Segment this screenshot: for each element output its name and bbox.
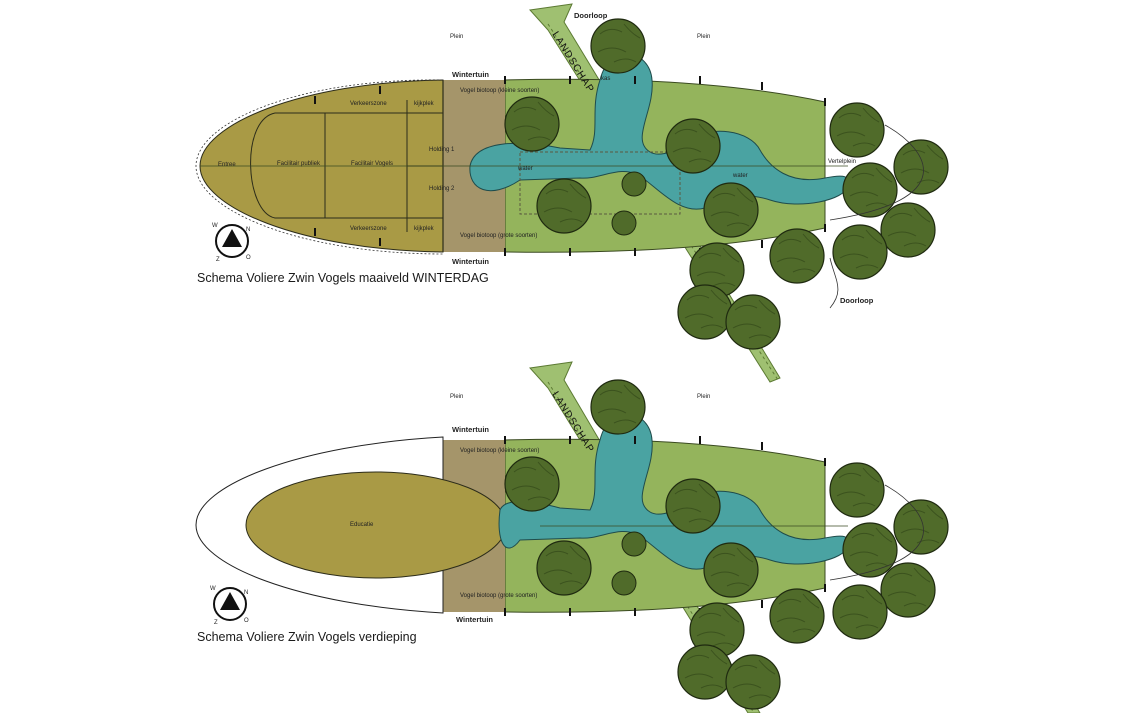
label-verkeerszone-bottom: Verkeerszone [350,226,387,232]
label-kijkplek-bottom: kijkplek [414,226,435,232]
educatie-area [245,471,507,579]
svg-text:W: W [210,586,216,592]
label-plein-right-bottom: Plein [697,394,710,400]
caption-top: Schema Voliere Zwin Vogels maaiveld WINT… [197,271,489,285]
svg-text:Z: Z [214,620,218,626]
label-entree: Entree [218,162,236,168]
label-vertelplein: Vertelplein [828,159,856,165]
caption-bottom: Schema Voliere Zwin Vogels verdieping [197,630,417,644]
plan-top: N O Z W Plein Plein Wintertuin Wintertui… [195,3,949,383]
compass-rose: N O Z W [212,223,251,263]
svg-text:N: N [244,590,248,596]
label-biotoop-groot-bottom: Vogel biotoop (grote soorten) [460,593,537,599]
label-kijkplek-top: kijkplek [414,101,435,107]
label-wintertuin-top: Wintertuin [452,70,489,79]
svg-text:O: O [246,255,251,261]
label-biotoop-groot: Vogel biotoop (grote soorten) [460,233,537,239]
label-plein-right: Plein [697,34,710,40]
label-facilitair-publiek: Facilitair publiek [277,161,321,167]
label-doorloop-top: Doorloop [574,11,608,20]
label-water-left: water [517,166,533,172]
label-water-small: kas [601,76,610,82]
label-plein-left-bottom: Plein [450,394,463,400]
svg-text:W: W [212,223,218,229]
plan-bottom: N O Z W Plein Plein Wintertuin Wintertui… [195,361,949,713]
label-facilitair-vogels: Facilitair Vogels [351,161,393,167]
label-educatie: Educatie [350,522,374,528]
label-doorloop-bottom: Doorloop [840,296,874,305]
compass-rose-bottom: N O Z W [210,586,249,626]
label-holding-1: Holding 1 [429,147,455,153]
label-holding-2: Holding 2 [429,186,455,192]
svg-text:Z: Z [216,257,220,263]
label-plein-left: Plein [450,34,463,40]
label-biotoop-klein: Vogel biotoop (kleine soorten) [460,88,539,94]
svg-text:N: N [246,227,250,233]
svg-text:O: O [244,618,249,624]
label-wintertuin-top-bottom: Wintertuin [452,425,489,434]
label-wintertuin-bottom: Wintertuin [452,257,489,266]
label-biotoop-klein-bottom: Vogel biotoop (kleine soorten) [460,448,539,454]
label-verkeerszone-top: Verkeerszone [350,101,387,107]
label-water-right: water [732,173,748,179]
label-wintertuin-bottom-bottom: Wintertuin [456,615,493,624]
